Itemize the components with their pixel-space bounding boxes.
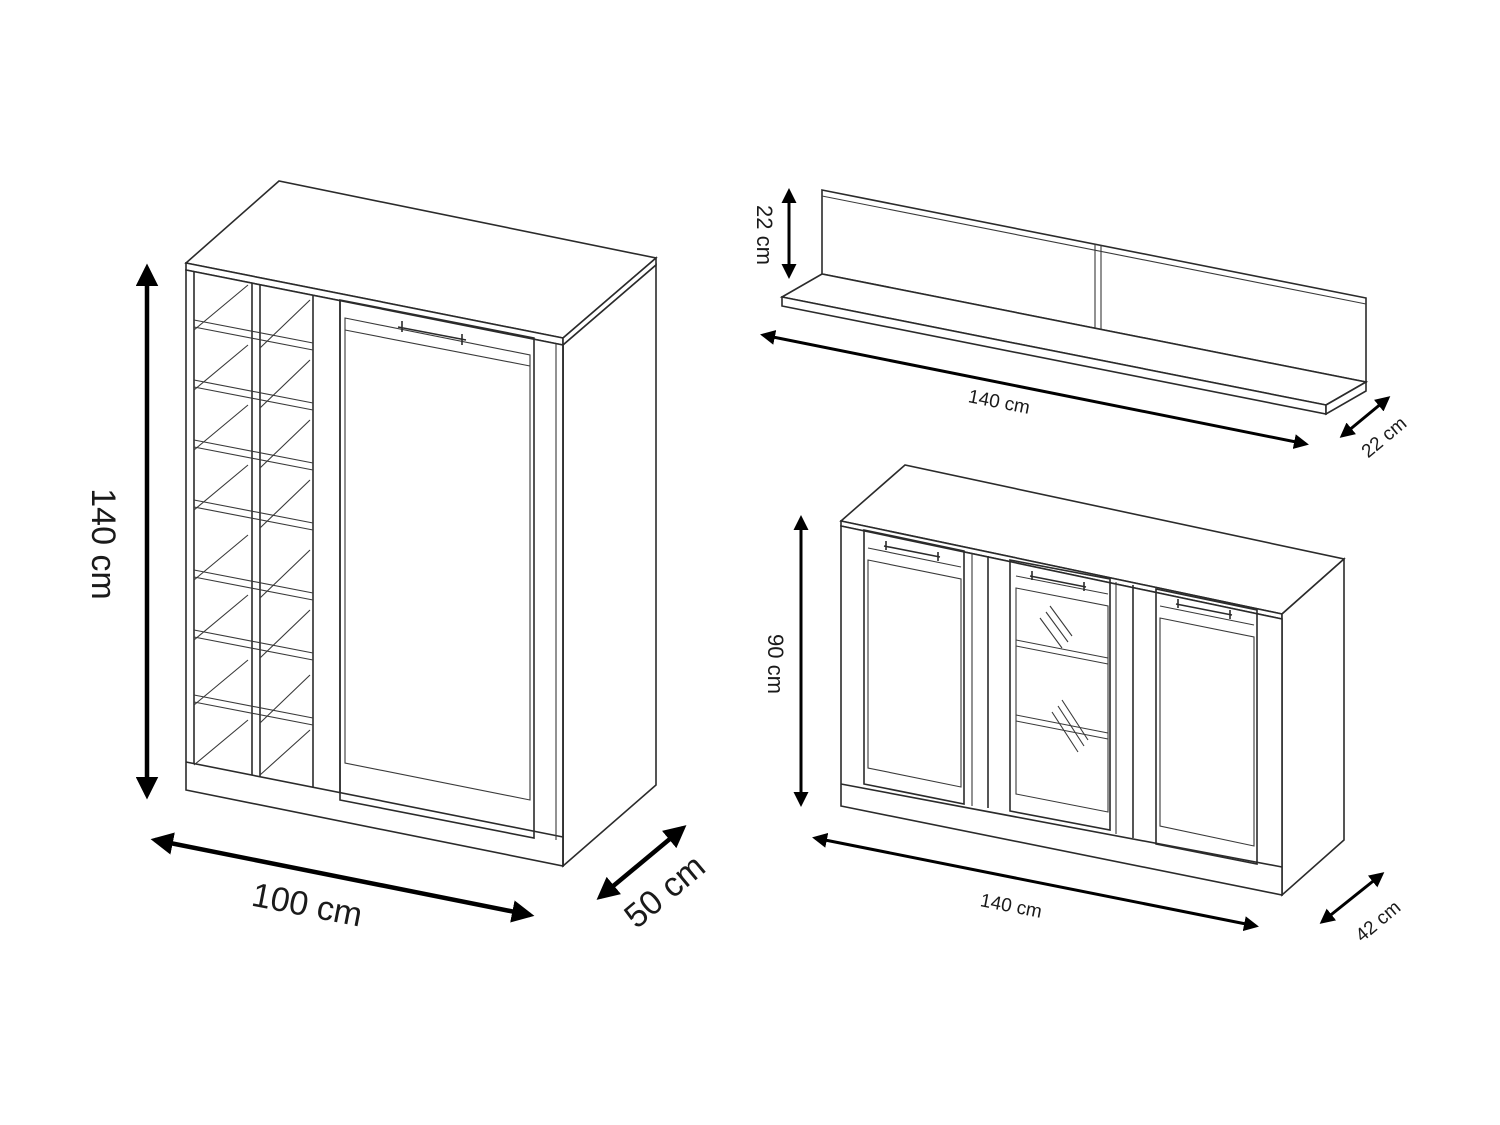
- sideboard-width-label: 140 cm: [978, 890, 1043, 923]
- shelf-height-label: 22 cm: [752, 205, 777, 265]
- shelf-width-label: 140 cm: [966, 386, 1031, 419]
- cabinet-depth-label: 50 cm: [617, 847, 712, 936]
- highboard-cabinet: [184, 180, 658, 868]
- cabinet-height-label: 140 cm: [84, 488, 122, 600]
- cabinet-width-label: 100 cm: [249, 876, 366, 935]
- sideboard: [839, 464, 1346, 897]
- sideboard-depth-label: 42 cm: [1352, 897, 1405, 946]
- sideboard-height-label: 90 cm: [763, 634, 788, 694]
- shelf-depth-label: 22 cm: [1358, 413, 1411, 462]
- wall-shelf: [779, 189, 1369, 416]
